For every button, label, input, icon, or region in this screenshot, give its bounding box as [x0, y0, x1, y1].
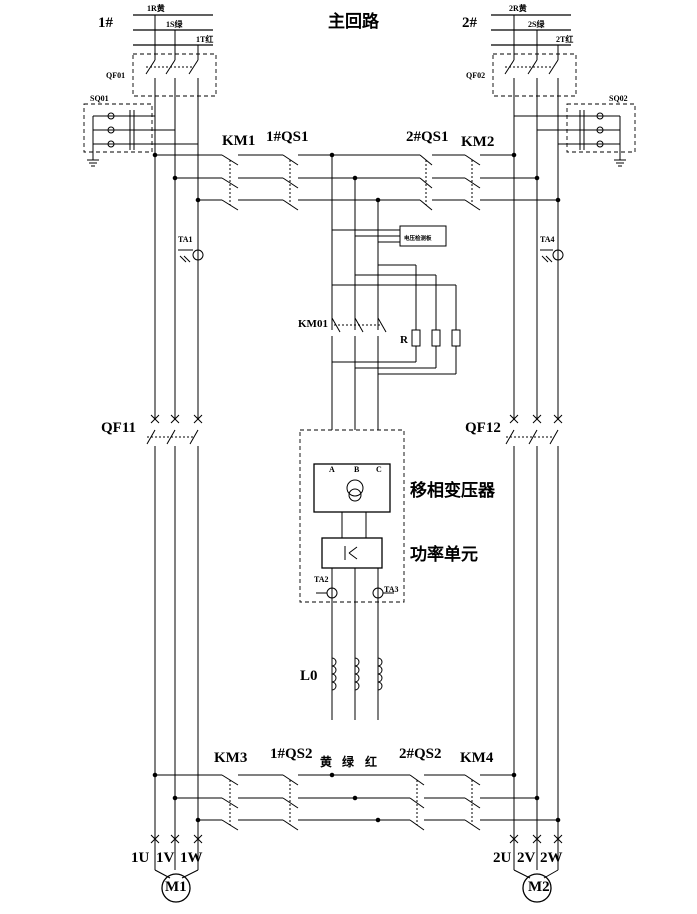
qf02-label: QF02: [466, 71, 485, 80]
motor1-terminal-v: 1V: [156, 850, 175, 866]
ta1-transformer: [178, 249, 204, 263]
diagram-title: 主回路: [328, 11, 380, 31]
qf11-breaker: [146, 414, 203, 820]
center-feed-lines: [329, 152, 381, 330]
motor2-terminal-u: 2U: [493, 850, 512, 866]
output-color-yellow: 黄: [320, 754, 332, 769]
sq01-label: SQ01: [90, 94, 109, 103]
sq02-label: SQ02: [609, 94, 628, 103]
sq02-sensor: [514, 103, 636, 167]
qs2-2-label: 2#QS2: [399, 746, 442, 762]
ta4-label: TA4: [540, 235, 555, 244]
qf02-breaker: [492, 15, 577, 200]
output-color-red: 红: [365, 754, 377, 769]
ta4-transformer: [540, 249, 564, 263]
source1-busbars: [133, 14, 213, 46]
motor2-terminal-v: 2V: [517, 850, 536, 866]
km1-label: KM1: [222, 133, 255, 149]
precharge-resistors: [332, 264, 461, 375]
right-feed-lines: [511, 152, 561, 420]
ta3-label: TA3: [384, 585, 399, 594]
output-reactor: [331, 657, 383, 691]
km01-contactor: [331, 317, 387, 430]
ta1-label: TA1: [178, 235, 193, 244]
voltage-board-label: 电压检测板: [404, 234, 432, 242]
km01-label: KM01: [298, 318, 328, 330]
motor2-terminal-w: 2W: [540, 850, 563, 866]
qf11-label: QF11: [101, 420, 136, 436]
qs2-1-label: 1#QS2: [270, 746, 313, 762]
source1-phase-r: 1R黄: [147, 3, 165, 13]
source2-phase-r: 2R黄: [509, 3, 527, 13]
source1-phase-s: 1S绿: [166, 19, 183, 29]
source1-label: 1#: [98, 15, 114, 31]
km1-qs1-contacts: [155, 154, 420, 211]
km4-label: KM4: [460, 750, 494, 766]
transformer-phase-a: A: [329, 465, 335, 474]
km2-qs1-contacts: [419, 154, 558, 211]
motor2: [509, 775, 563, 903]
reactor-label: L0: [300, 668, 318, 684]
motor1: [150, 775, 203, 903]
left-feed-lines: [152, 152, 201, 420]
output-bus-left: [152, 772, 378, 831]
output-bus-right: [329, 772, 561, 831]
source2-phase-s: 2S绿: [528, 19, 545, 29]
motor1-terminal-u: 1U: [131, 850, 150, 866]
transformer-label: 移相变压器: [410, 480, 496, 500]
qf12-breaker: [505, 414, 563, 820]
transformer-phase-b: B: [354, 465, 360, 474]
qs1-1-label: 1#QS1: [266, 129, 309, 145]
qf01-label: QF01: [106, 71, 125, 80]
motor1-name: M1: [165, 879, 187, 895]
power-unit-block: [321, 537, 383, 569]
resistor-label: R: [400, 334, 409, 346]
qs1-2-label: 2#QS1: [406, 129, 449, 145]
motor2-icon: [522, 873, 552, 903]
ta2-label: TA2: [314, 575, 329, 584]
source1-phase-t: 1T红: [196, 34, 213, 44]
sq01-sensor: [83, 103, 198, 167]
inverter-cabinet: [299, 429, 405, 720]
phase-shift-transformer: [313, 463, 391, 513]
source2-phase-t: 2T红: [556, 34, 573, 44]
power-unit-label: 功率单元: [410, 544, 478, 564]
motor2-name: M2: [528, 879, 550, 895]
km2-label: KM2: [461, 134, 494, 150]
voltage-detection-board: [332, 225, 447, 247]
qf12-label: QF12: [465, 420, 501, 436]
motor1-terminal-w: 1W: [180, 850, 203, 866]
source2-label: 2#: [462, 15, 478, 31]
motor1-icon: [161, 873, 191, 903]
output-color-green: 绿: [342, 754, 355, 769]
km3-label: KM3: [214, 750, 247, 766]
transformer-phase-c: C: [376, 465, 382, 474]
